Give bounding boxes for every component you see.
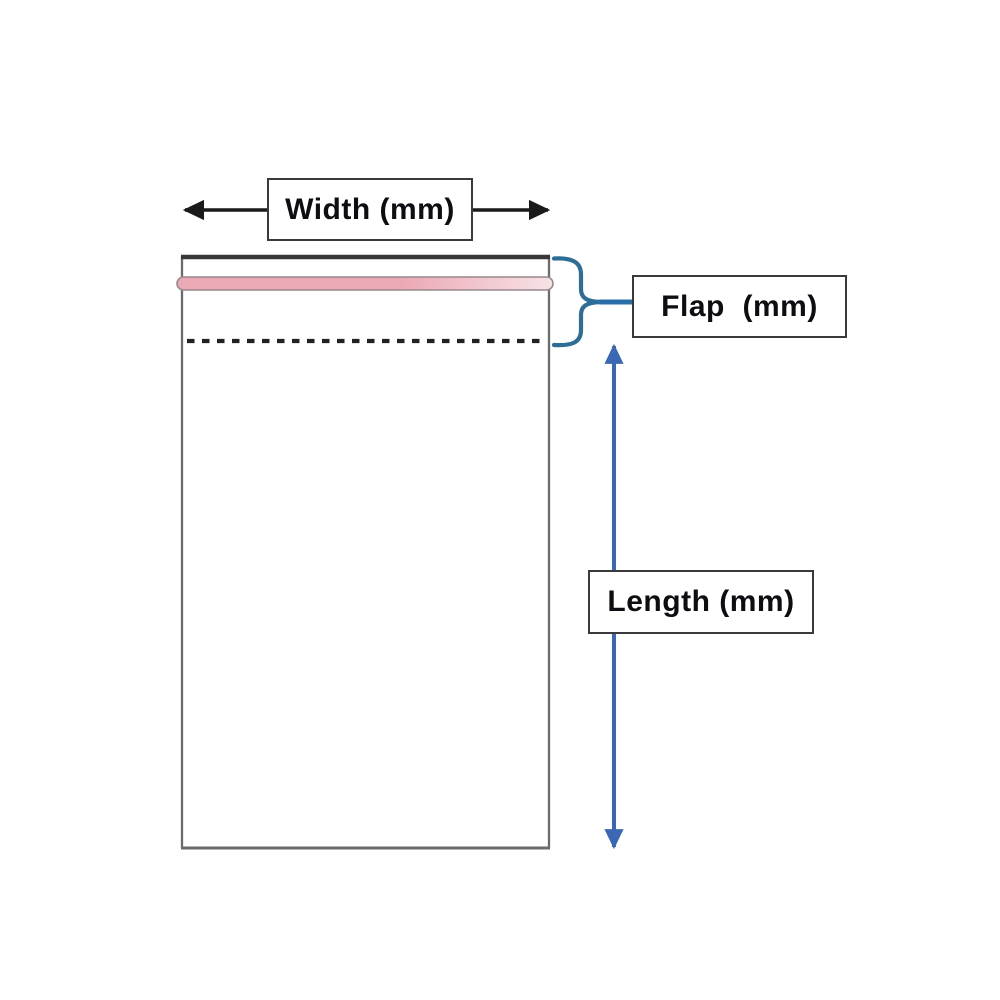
width-label-text: Width (mm) xyxy=(285,192,455,226)
flap-brace xyxy=(551,256,601,348)
flap-label-text: Flap (mm) xyxy=(661,289,818,323)
adhesive-strip xyxy=(176,276,554,291)
bag-outline xyxy=(180,254,551,850)
width-label: Width (mm) xyxy=(267,178,473,241)
length-label-text: Length (mm) xyxy=(607,585,795,618)
flap-label: Flap (mm) xyxy=(632,275,847,338)
length-label: Length (mm) xyxy=(588,570,814,634)
